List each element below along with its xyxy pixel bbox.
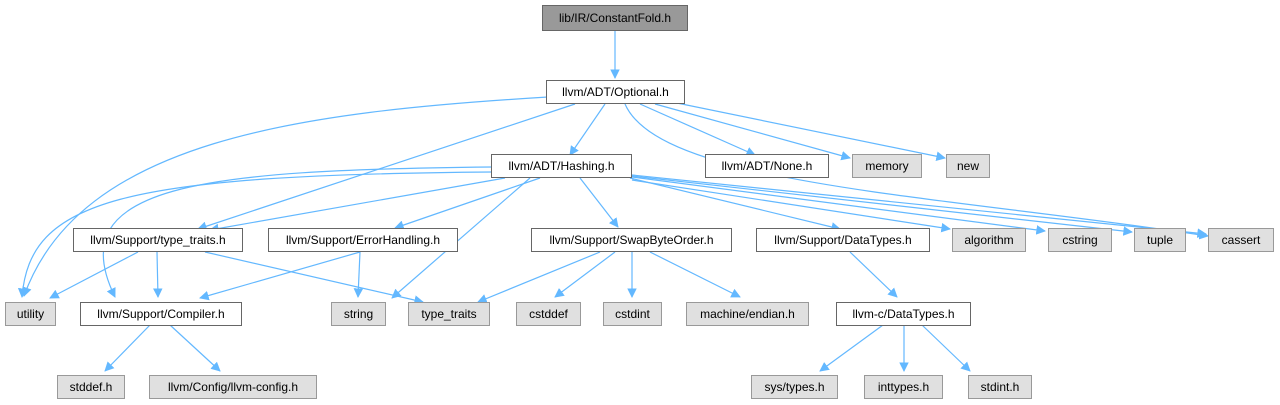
edge-compiler-stddef <box>104 324 151 372</box>
node-new: new <box>946 154 990 178</box>
edge-optional-utility <box>22 96 549 297</box>
edge-optional-type-traits-h <box>197 103 576 231</box>
edge-hashing-datatypes <box>629 177 841 232</box>
node-type-traits-h[interactable]: llvm/Support/type_traits.h <box>73 228 243 252</box>
edge-c-datatypes-sys-types <box>819 324 884 372</box>
edge-hashing-algorithm <box>631 179 951 233</box>
node-tuple: tuple <box>1134 228 1186 252</box>
edge-optional-cassert <box>624 103 1209 240</box>
node-optional[interactable]: llvm/ADT/Optional.h <box>546 80 685 104</box>
node-type-traits: type_traits <box>408 302 490 326</box>
edge-swapbyteorder-endian <box>649 251 741 298</box>
edge-optional-new <box>671 101 946 161</box>
edge-datatypes-c-datatypes <box>849 251 898 298</box>
edge-hashing-errorhandling <box>394 177 541 230</box>
edge-errorhandling-compiler <box>199 251 361 301</box>
node-endian: machine/endian.h <box>686 302 809 326</box>
node-none[interactable]: llvm/ADT/None.h <box>705 154 829 178</box>
node-utility: utility <box>5 302 56 326</box>
node-c-datatypes[interactable]: llvm-c/DataTypes.h <box>836 302 971 326</box>
node-errorhandling[interactable]: llvm/Support/ErrorHandling.h <box>268 228 458 252</box>
edge-hashing-string <box>391 177 531 299</box>
node-cstdint: cstdint <box>603 302 662 326</box>
node-datatypes[interactable]: llvm/Support/DataTypes.h <box>756 228 930 252</box>
edge-hashing-cassert <box>631 174 1207 238</box>
edge-hashing-type-traits-h <box>209 177 506 234</box>
node-string: string <box>331 302 386 326</box>
edge-optional-none <box>639 103 756 156</box>
edge-swapbyteorder-type-traits <box>477 251 601 304</box>
edge-hashing-compiler <box>102 166 493 298</box>
edge-typetraits-compiler <box>153 251 163 298</box>
edge-hashing-tuple <box>631 175 1133 236</box>
edge-hashing-cstring <box>631 176 1046 235</box>
node-memory: memory <box>852 154 922 178</box>
edge-typetraits-utility <box>49 251 139 299</box>
edge-optional-memory <box>654 103 851 161</box>
node-llvm-config: llvm/Config/llvm-config.h <box>149 375 317 399</box>
node-sys-types: sys/types.h <box>751 375 838 399</box>
edge-typetraits-type-traits <box>204 251 424 305</box>
edge-errorhandling-string <box>353 251 364 298</box>
edge-swapbyteorder-cstddef <box>554 251 616 298</box>
node-cstddef: cstddef <box>516 302 581 326</box>
node-compiler[interactable]: llvm/Support/Compiler.h <box>80 302 242 326</box>
node-stddef: stddef.h <box>57 375 125 399</box>
node-algorithm: algorithm <box>952 228 1026 252</box>
node-inttypes: inttypes.h <box>864 375 943 399</box>
node-cassert: cassert <box>1208 228 1274 252</box>
edge-c-datatypes-stdint <box>921 324 971 372</box>
edge-optional-hashing <box>569 103 606 156</box>
node-swapbyteorder[interactable]: llvm/Support/SwapByteOrder.h <box>531 228 732 252</box>
node-hashing[interactable]: llvm/ADT/Hashing.h <box>491 154 632 178</box>
edge-compiler-llvm-config <box>169 324 221 372</box>
node-constantfold: lib/IR/ConstantFold.h <box>542 5 688 31</box>
node-cstring: cstring <box>1048 228 1112 252</box>
edge-hashing-swapbyteorder <box>579 177 619 228</box>
node-stdint: stdint.h <box>968 375 1032 399</box>
edge-hashing-utility <box>17 171 493 298</box>
